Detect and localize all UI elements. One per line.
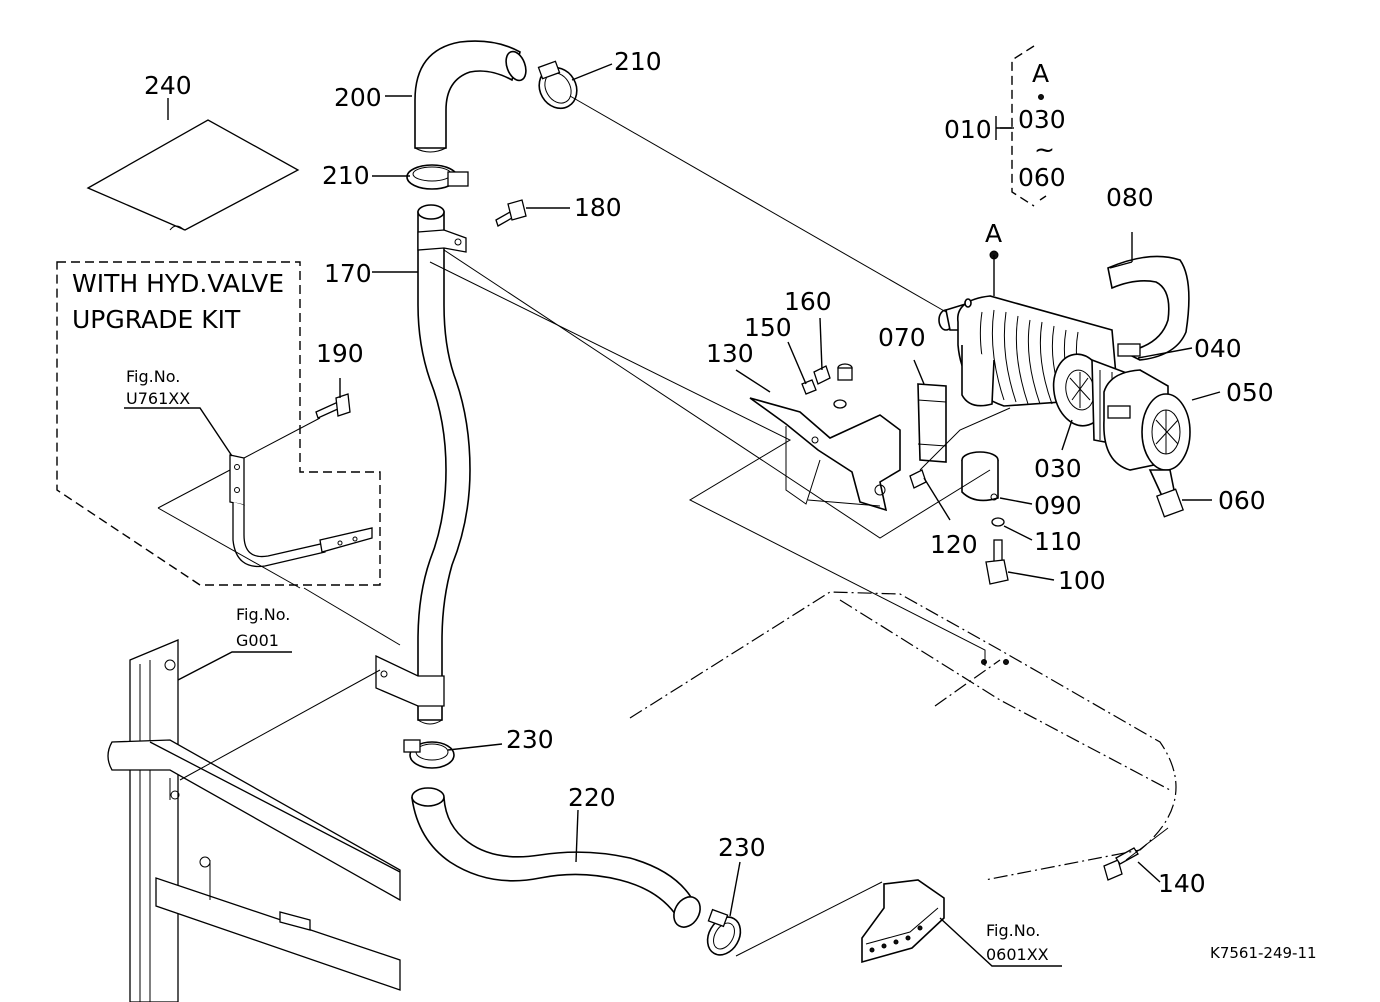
part-210-clamp-middle (406, 164, 469, 190)
group-to: 060 (1018, 163, 1066, 192)
group-marker: A (1032, 59, 1049, 88)
label-060: 060 (1218, 486, 1266, 515)
label-030: 030 (1034, 454, 1082, 483)
frame-ref-G001 (107, 639, 401, 1002)
part-070-bracket (917, 383, 947, 463)
part-110-washer (991, 517, 1005, 527)
label-200: 200 (334, 83, 382, 112)
part-150-nut (801, 379, 817, 395)
label-140: 140 (1158, 869, 1206, 898)
kit-note-line1: WITH HYD.VALVE (72, 269, 284, 298)
part-240-sheet (86, 119, 300, 231)
label-050: 050 (1226, 378, 1274, 407)
label-170: 170 (324, 259, 372, 288)
label-190: 190 (316, 339, 364, 368)
label-150: 150 (744, 313, 792, 342)
part-230-clamp-lower (706, 908, 742, 956)
engine-outline-2 (839, 599, 1171, 791)
part-200-hose (414, 40, 527, 153)
label-180: 180 (574, 193, 622, 222)
label-080: 080 (1106, 183, 1154, 212)
label-220: 220 (568, 783, 616, 812)
part-120-nut (909, 469, 927, 489)
part-190-bolt (315, 393, 351, 419)
part-220-hose (411, 787, 701, 928)
group-tilde: ~ (1034, 135, 1055, 164)
group-bracket (995, 45, 1044, 207)
part-130-bracket (749, 397, 901, 512)
kit-note-line2: UPGRADE KIT (72, 305, 241, 334)
fig-ref-3-prefix: Fig.No. (986, 921, 1040, 940)
kit-bracket (157, 417, 373, 589)
label-100: 100 (1058, 566, 1106, 595)
fig-ref-2-number: G001 (236, 631, 279, 650)
label-040: 040 (1194, 334, 1242, 363)
part-210-clamp-upper (537, 60, 578, 110)
leader-lines (124, 63, 1221, 967)
marker-a-label: A (985, 219, 1002, 248)
label-210-a: 210 (614, 47, 662, 76)
label-070: 070 (878, 323, 926, 352)
part-060-valve (1148, 469, 1184, 518)
label-090: 090 (1034, 491, 1082, 520)
engine-intake-ref (861, 879, 945, 964)
fig-ref-2-prefix: Fig.No. (236, 605, 290, 624)
fig-ref-3-number: 0601XX (986, 945, 1049, 964)
part-050-cover (1103, 369, 1191, 471)
diagram-code: K7561-249-11 (1210, 944, 1317, 962)
fig-ref-1-prefix: Fig.No. (126, 367, 180, 386)
part-labels: 240 200 210 210 180 170 190 160 150 130 … (144, 47, 1274, 898)
part-140-bolt (1103, 847, 1139, 881)
group-from: 030 (1018, 105, 1066, 134)
kit-boundary (56, 261, 381, 586)
label-240: 240 (144, 71, 192, 100)
part-230-clamp-upper (403, 739, 455, 769)
label-130: 130 (706, 339, 754, 368)
label-160: 160 (784, 287, 832, 316)
group-item: 010 (944, 115, 992, 144)
fig-ref-1-number: U761XX (126, 389, 190, 408)
part-170-pipe (375, 204, 471, 725)
engine-outline (629, 591, 1177, 881)
label-210-b: 210 (322, 161, 370, 190)
part-160-nut (813, 363, 853, 409)
part-180-bolt (495, 199, 527, 227)
label-230-b: 230 (718, 833, 766, 862)
part-080-band (1107, 255, 1190, 361)
label-230-a: 230 (506, 725, 554, 754)
label-120: 120 (930, 530, 978, 559)
label-110: 110 (1034, 527, 1082, 556)
group-note: 010 A 030 ~ 060 (944, 59, 1066, 192)
part-100-bolt (985, 539, 1009, 585)
